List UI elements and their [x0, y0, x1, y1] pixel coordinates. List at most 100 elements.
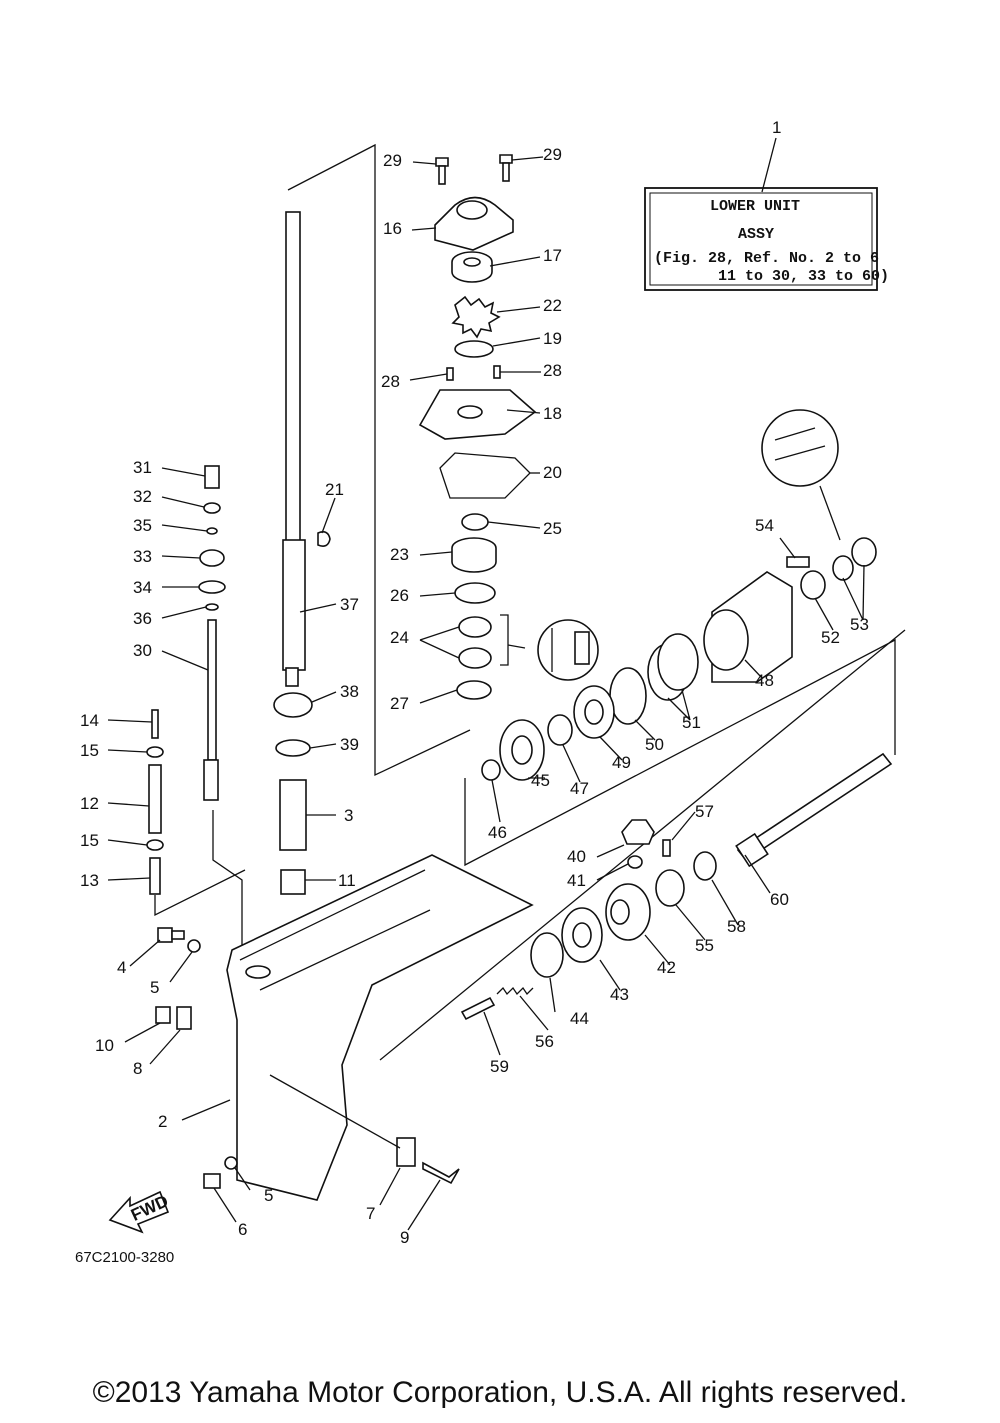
dowel-pin-left — [446, 367, 454, 381]
reverse-gear-hub — [511, 735, 533, 765]
shim-39 — [275, 739, 311, 757]
drive-shaft-lower — [282, 539, 306, 671]
part-label-33: 33 — [133, 547, 152, 566]
collar-31 — [204, 465, 220, 489]
pin-57 — [662, 839, 671, 857]
bolt-6 — [203, 1173, 221, 1189]
seal-detail-circle-right — [761, 409, 839, 487]
seal-detail-lines — [774, 427, 826, 461]
washer-36 — [205, 603, 219, 611]
clamp-15-lower — [146, 839, 164, 851]
part-label-56: 56 — [535, 1032, 554, 1051]
part-label-19: 19 — [543, 329, 562, 348]
part-label-29a: 29 — [383, 151, 402, 170]
gasket — [439, 452, 531, 499]
gear-case-deck — [239, 869, 431, 991]
nut-10 — [155, 1006, 171, 1024]
bearing-43-bore — [572, 922, 592, 948]
seal-detail-pointer — [507, 644, 526, 649]
part-label-7: 7 — [366, 1204, 375, 1223]
anode-7 — [396, 1137, 416, 1167]
drive-shaft-tip — [285, 667, 299, 687]
water-tube-12 — [148, 764, 162, 834]
part-label-59: 59 — [490, 1057, 509, 1076]
plunger-59 — [460, 996, 496, 1021]
seal-detail-lip — [574, 631, 590, 665]
seal-53-b — [851, 537, 877, 567]
bolt-4 — [157, 927, 185, 943]
part-label-35: 35 — [133, 516, 152, 535]
o-ring-51-b — [657, 633, 699, 691]
seal-53-a — [832, 555, 854, 581]
part-label-6: 6 — [238, 1220, 247, 1239]
part-label-47: 47 — [570, 779, 589, 798]
outer-plate-hole — [457, 405, 483, 419]
pump-insert-hole — [463, 257, 481, 267]
part-label-13: 13 — [80, 871, 99, 890]
spring-56 — [496, 986, 534, 996]
part-label-30: 30 — [133, 641, 152, 660]
bolt-54 — [786, 556, 810, 568]
part-label-11: 11 — [338, 871, 356, 890]
bolt-29-left — [435, 157, 449, 185]
gear-case-port — [245, 965, 271, 979]
o-ring-34 — [198, 580, 226, 594]
part-label-10: 10 — [95, 1036, 114, 1055]
shim-47 — [547, 714, 573, 746]
fwd-arrow-icon — [108, 1190, 170, 1234]
washer-27 — [456, 680, 492, 700]
part-label-23: 23 — [390, 545, 409, 564]
circlip-35 — [206, 527, 218, 535]
part-label-20: 20 — [543, 463, 562, 482]
assy-line-3: (Fig. 28, Ref. No. 2 to 6 — [654, 250, 879, 267]
part-label-41: 41 — [567, 871, 586, 890]
bolt-29-right — [499, 154, 513, 182]
part-label-55: 55 — [695, 936, 714, 955]
part-label-14: 14 — [80, 711, 99, 730]
part-label-24: 24 — [390, 628, 409, 647]
detail-pointer-right — [819, 485, 841, 541]
part-label-50: 50 — [645, 735, 664, 754]
impeller — [451, 295, 501, 339]
woodruff-key — [317, 531, 331, 547]
part-label-26: 26 — [390, 586, 409, 605]
part-label-31: 31 — [133, 458, 152, 477]
o-ring-50 — [609, 667, 647, 725]
part-label-44: 44 — [570, 1009, 589, 1028]
part-label-8: 8 — [133, 1059, 142, 1078]
part-label-15b: 15 — [80, 831, 99, 850]
part-label-40: 40 — [567, 847, 586, 866]
part-label-37: 37 — [340, 595, 359, 614]
part-label-48: 48 — [755, 671, 774, 690]
part-label-16: 16 — [383, 219, 402, 238]
shim-44 — [530, 932, 564, 978]
part-label-22: 22 — [543, 296, 562, 315]
part-label-28a: 28 — [381, 372, 400, 391]
assy-ref-number: 1 — [772, 118, 781, 137]
part-label-5b: 5 — [264, 1186, 273, 1205]
part-label-4: 4 — [117, 958, 126, 977]
part-label-18: 18 — [543, 404, 562, 423]
nut-32 — [203, 502, 221, 514]
assy-line-1: LOWER UNIT — [710, 198, 800, 215]
part-label-27: 27 — [390, 694, 409, 713]
part-label-17: 17 — [543, 246, 562, 265]
nut-41 — [627, 855, 643, 869]
part-label-52: 52 — [821, 628, 840, 647]
sleeve-3 — [279, 779, 307, 851]
part-label-29b: 29 — [543, 145, 562, 164]
dowel-pin-right — [493, 365, 501, 379]
o-ring-26 — [454, 582, 496, 604]
o-ring-gasket — [454, 340, 494, 358]
drive-shaft — [285, 211, 301, 543]
part-label-3: 3 — [344, 806, 353, 825]
forward-gear-hub — [610, 899, 630, 925]
part-label-32: 32 — [133, 487, 152, 506]
copyright-footer: ©2013 Yamaha Motor Corporation, U.S.A. A… — [92, 1376, 908, 1409]
part-label-38: 38 — [340, 682, 359, 701]
gear-case — [226, 854, 534, 1201]
dog-clutch-55 — [655, 869, 685, 907]
grommet-33 — [199, 549, 225, 567]
shift-rod-cam — [203, 759, 219, 801]
